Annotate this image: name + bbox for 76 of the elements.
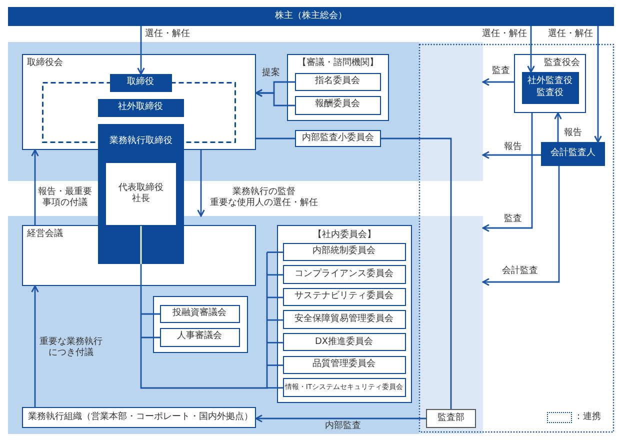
connector-line bbox=[256, 138, 295, 140]
legend-label: ：連携 bbox=[574, 412, 601, 423]
group-heading: 監査役会 bbox=[544, 58, 580, 70]
edge-label: 会計監査 bbox=[502, 266, 538, 278]
connector-branch bbox=[267, 296, 283, 298]
background-band bbox=[8, 216, 483, 434]
committee-box: 指名委員会 bbox=[294, 72, 380, 90]
edge-label: 報告 bbox=[504, 142, 522, 154]
connector-branch bbox=[267, 252, 283, 253]
background-band bbox=[8, 42, 483, 181]
connector-arrow bbox=[31, 149, 39, 225]
role-label: 監査役 bbox=[536, 88, 564, 99]
edge-label: 監査 bbox=[492, 66, 510, 78]
edge-label: 選任・解任 bbox=[145, 29, 190, 40]
committee-box: 内部統制委員会 bbox=[282, 242, 406, 261]
connector-branch bbox=[267, 364, 283, 366]
organization-box: 業務執行組織（営業本部・コーポレート・国内外拠点） bbox=[22, 407, 256, 428]
group-box bbox=[277, 225, 412, 403]
group-box bbox=[153, 296, 248, 353]
connector-branch bbox=[267, 274, 283, 276]
committee-box: 内部監査小委員会 bbox=[295, 130, 381, 147]
connector-trunk bbox=[140, 252, 268, 389]
edge-label: 報告・最重要事項の付議 bbox=[37, 187, 93, 210]
connector-arrow bbox=[482, 166, 560, 286]
connector-branch bbox=[267, 342, 283, 344]
role-box: 社外取締役 bbox=[98, 98, 184, 116]
group-heading: 経営会議 bbox=[27, 229, 63, 240]
role-label: 社外監査役 bbox=[528, 76, 572, 88]
committee-box: 報酬委員会 bbox=[294, 96, 380, 114]
role-label: 業務執行取締役 bbox=[110, 136, 172, 148]
connector-arrow bbox=[255, 89, 295, 106]
department-box: 監査部 bbox=[426, 409, 476, 428]
committee-box: 人事審議会 bbox=[160, 328, 240, 346]
committee-box: DX推進委員会 bbox=[282, 332, 406, 352]
connector-arrow bbox=[482, 113, 533, 232]
committee-box: 投融資審議会 bbox=[160, 304, 240, 322]
edge-label: 内部監査 bbox=[325, 421, 361, 432]
edge-label: 監査 bbox=[504, 214, 522, 226]
edge-label: 提案 bbox=[262, 68, 280, 80]
connector-arrow bbox=[554, 112, 562, 142]
group-heading: 【社内委員会】 bbox=[313, 230, 376, 242]
role-box: 会計監査人 bbox=[541, 142, 605, 166]
group-box bbox=[514, 54, 586, 113]
connector-arrow bbox=[255, 414, 426, 422]
committee-box: 品質管理委員会 bbox=[282, 356, 406, 374]
group-box bbox=[287, 54, 389, 121]
role-box bbox=[98, 124, 184, 264]
group-heading: 【審議・諮問機関】 bbox=[298, 58, 378, 70]
committee-box: コンプライアンス委員会 bbox=[282, 265, 406, 284]
role-box: 取締役 bbox=[110, 74, 172, 92]
role-box: 代表取締役社長 bbox=[105, 162, 177, 226]
role-box bbox=[522, 72, 578, 104]
edge-label: 重要な業務執行につき付議 bbox=[38, 337, 104, 360]
connector-arrow bbox=[594, 26, 602, 143]
connector-branch bbox=[267, 319, 283, 321]
connector-arrow bbox=[137, 26, 145, 75]
meeting-box bbox=[22, 225, 256, 286]
connector-arrow bbox=[482, 151, 541, 159]
connector-branch bbox=[141, 313, 160, 315]
edge-label: 選任・解任 bbox=[548, 29, 593, 40]
committee-box: サステナビリティ委員会 bbox=[282, 288, 406, 306]
connector-branch bbox=[141, 336, 160, 338]
connector-line bbox=[381, 138, 452, 409]
header-bar: 株主（株主総会） bbox=[8, 7, 614, 26]
connector-arrow bbox=[527, 26, 535, 73]
connector-arrow bbox=[31, 285, 39, 407]
meeting-box bbox=[22, 54, 256, 150]
edge-label: 業務執行の監督重要な使用人の選任・解任 bbox=[210, 187, 318, 210]
edge-label: 報告 bbox=[564, 128, 582, 140]
connector-branch bbox=[267, 387, 283, 389]
connector-arrow bbox=[197, 150, 205, 217]
edge-label: 選任・解任 bbox=[482, 29, 527, 40]
connector-line bbox=[140, 226, 142, 286]
connector-arrow bbox=[482, 78, 514, 86]
committee-box: 安全保障貿易管理委員会 bbox=[282, 310, 406, 329]
group-heading: 取締役会 bbox=[27, 58, 63, 70]
